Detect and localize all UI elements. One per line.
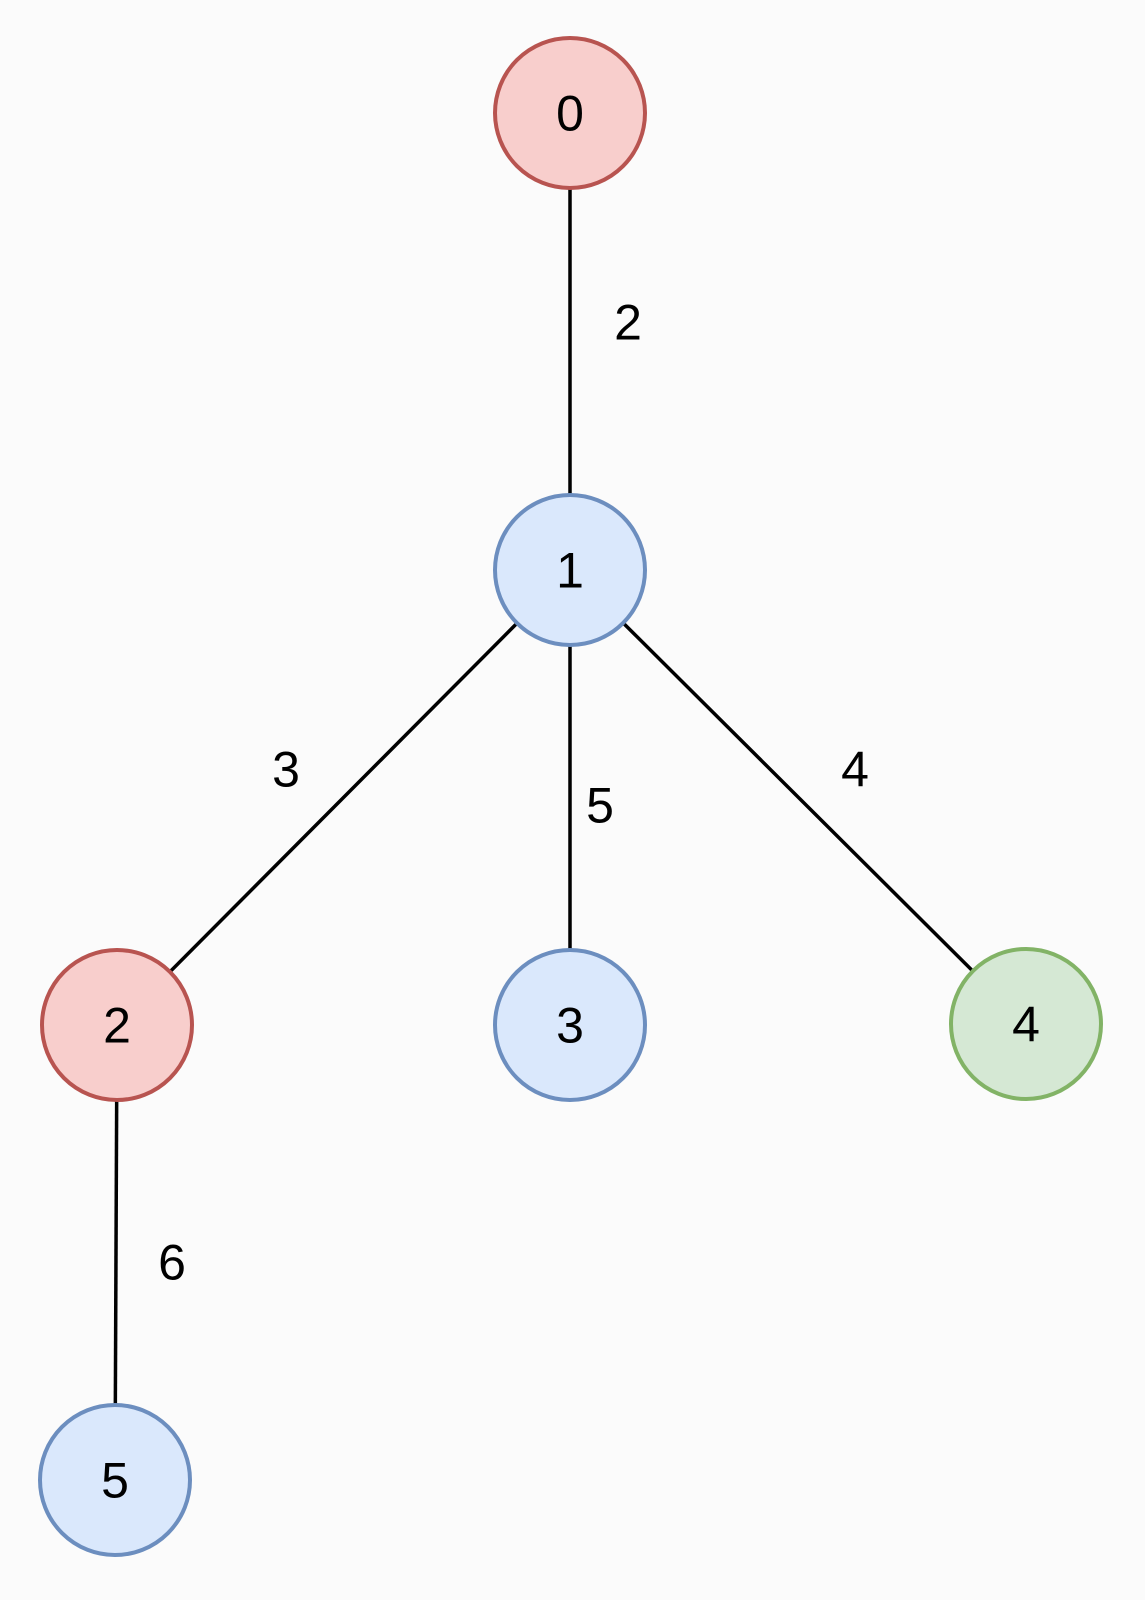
- node-2-label: 2: [103, 998, 131, 1054]
- node-1: 1: [493, 493, 647, 647]
- edge-label-1-3: 5: [586, 778, 614, 834]
- node-0-label: 0: [556, 86, 584, 142]
- node-0: 0: [493, 36, 647, 190]
- edge-label-0-1: 2: [614, 295, 642, 351]
- edge-1-2: [115, 568, 572, 1027]
- node-5: 5: [38, 1403, 192, 1557]
- edge-label-1-2: 3: [272, 742, 300, 798]
- edge-label-1-4: 4: [841, 742, 869, 798]
- node-3: 3: [493, 948, 647, 1102]
- node-3-circle: [493, 948, 647, 1102]
- node-1-label: 1: [556, 543, 584, 599]
- node-0-circle: [493, 36, 647, 190]
- node-3-label: 3: [556, 998, 584, 1054]
- edge-label-2-5: 6: [158, 1235, 186, 1291]
- node-5-circle: [38, 1403, 192, 1557]
- node-5-label: 5: [101, 1453, 129, 1509]
- node-4: 4: [949, 947, 1103, 1101]
- node-4-circle: [949, 947, 1103, 1101]
- node-1-circle: [493, 493, 647, 647]
- node-2: 2: [40, 948, 194, 1102]
- node-4-label: 4: [1012, 997, 1040, 1053]
- node-2-circle: [40, 948, 194, 1102]
- edge-1-4: [568, 568, 1028, 1026]
